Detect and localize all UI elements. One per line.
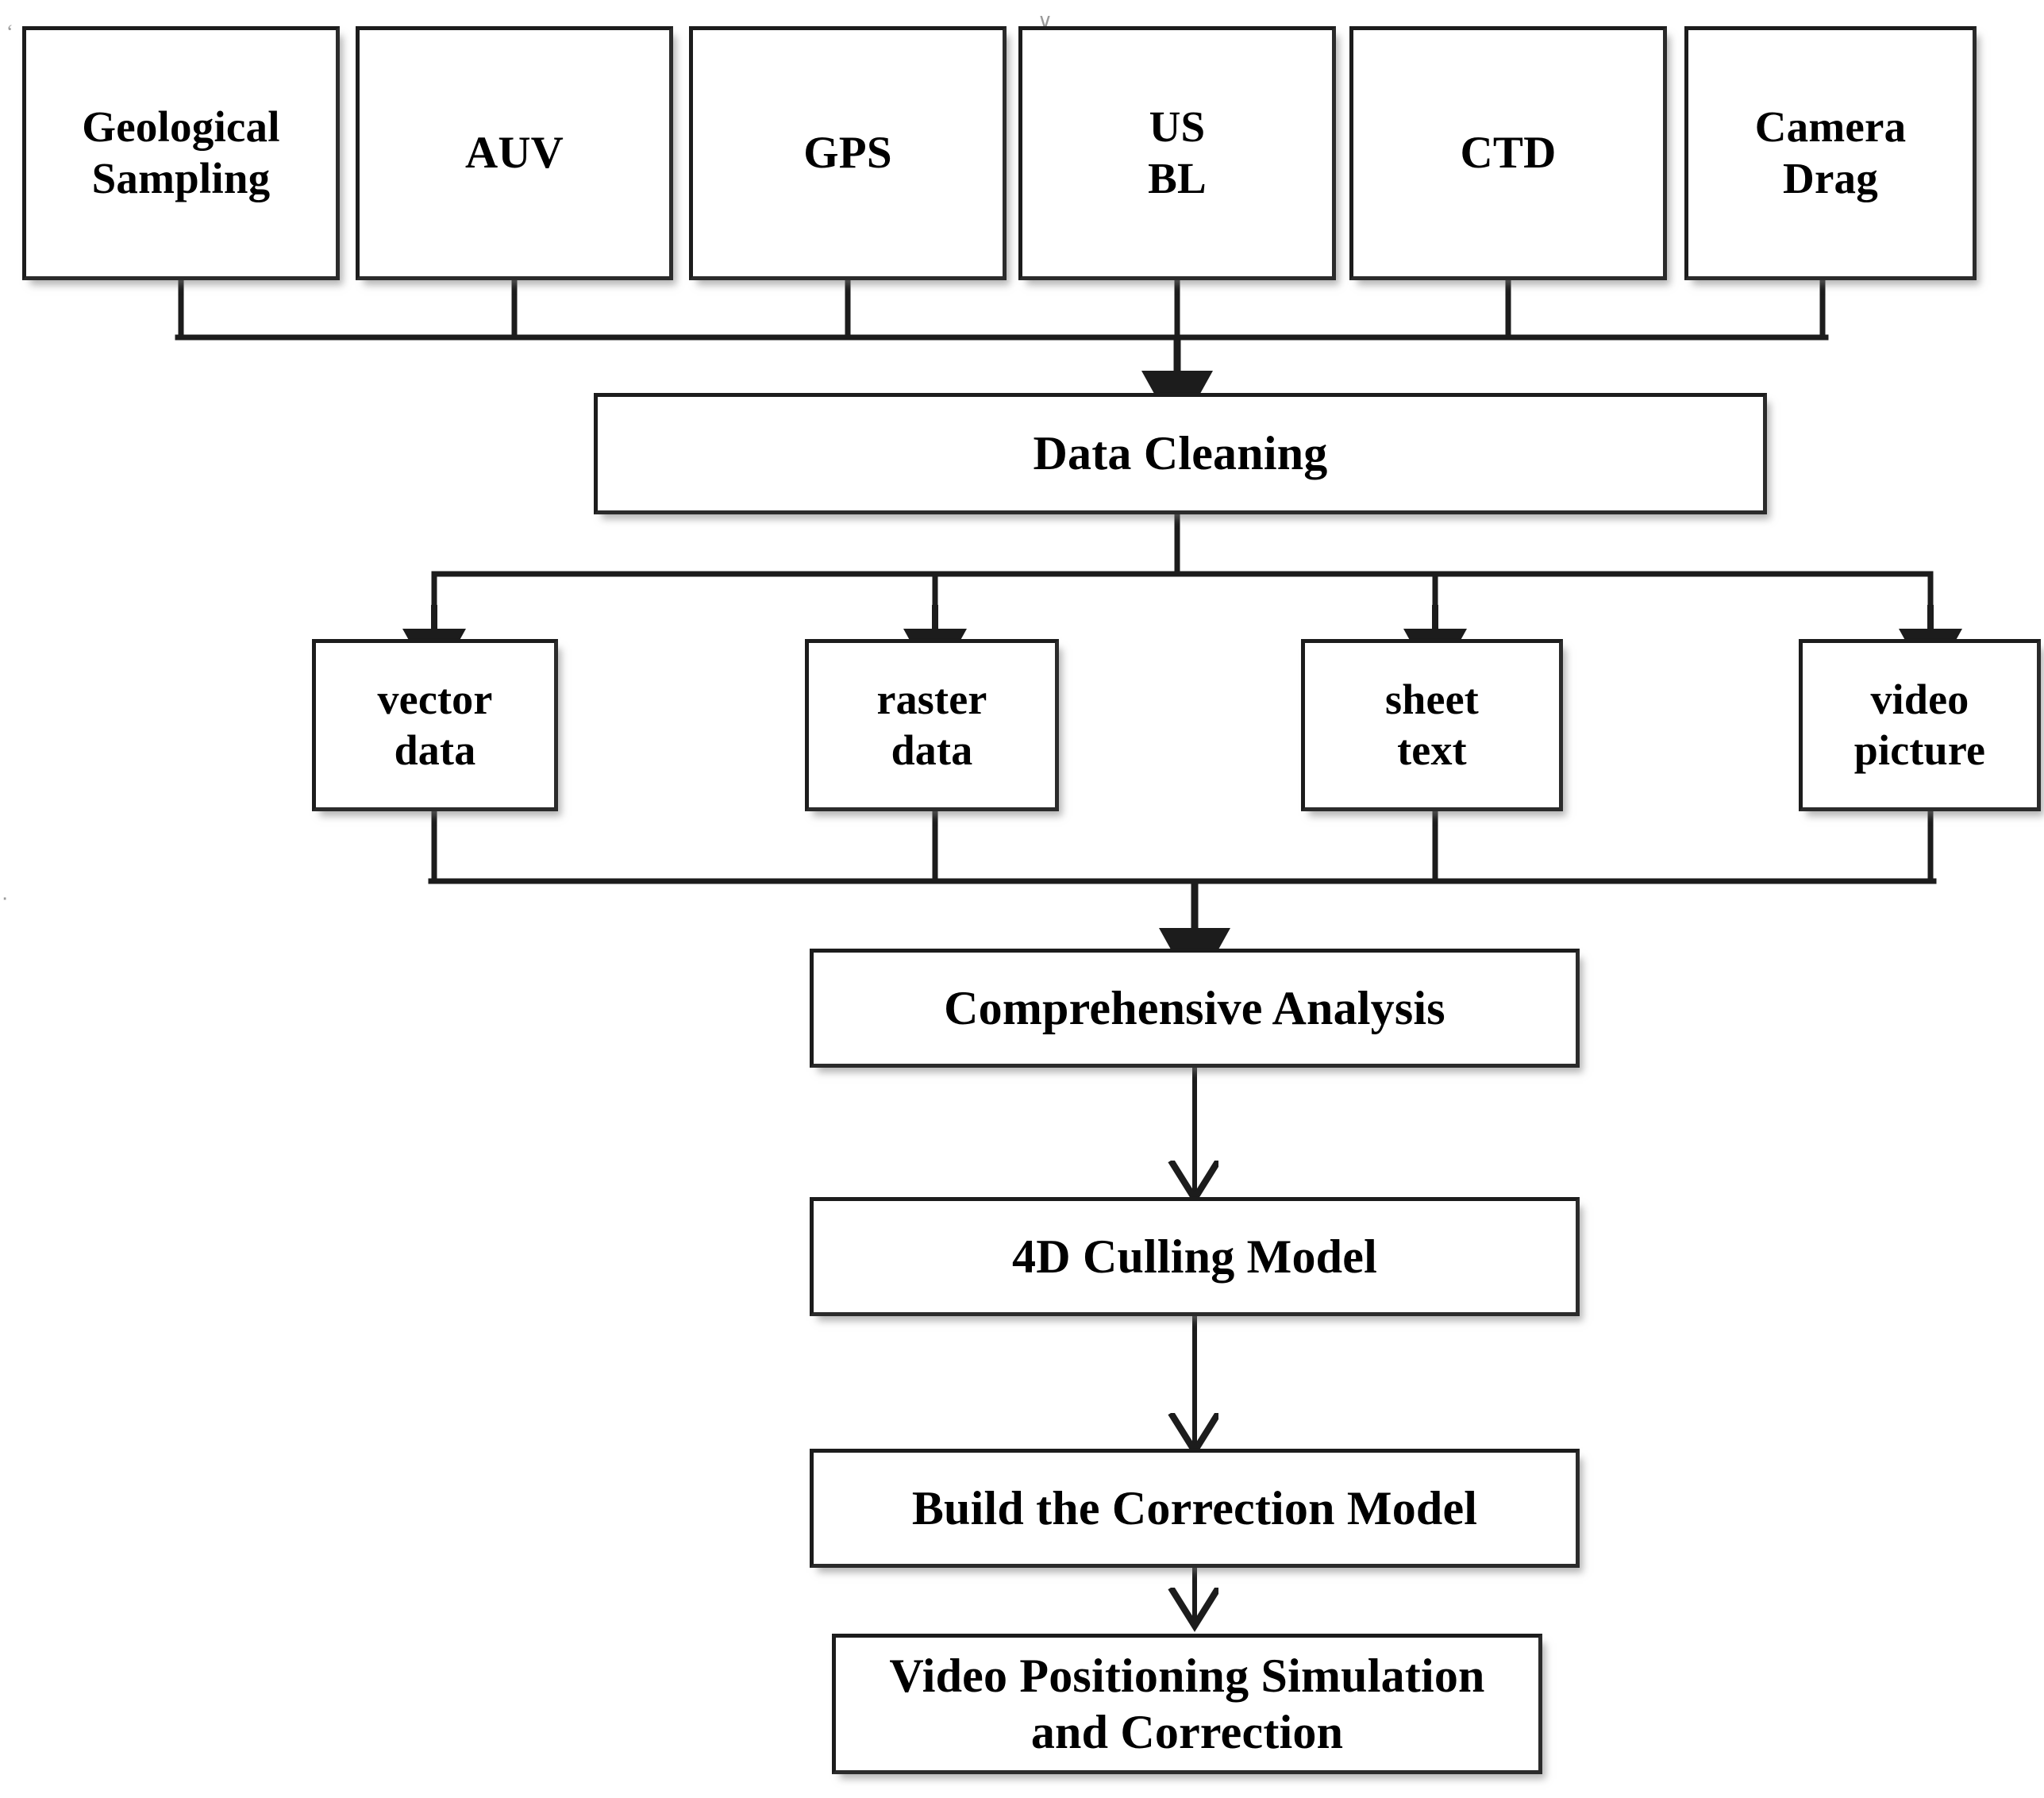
node-ctd[interactable]: CTD	[1349, 26, 1667, 280]
node-label: Camera Drag	[1754, 102, 1907, 202]
node-video-positioning-simulation-and-correction[interactable]: Video Positioning Simulation and Correct…	[832, 1634, 1542, 1774]
node-geological-sampling[interactable]: Geological Sampling	[22, 26, 340, 280]
node-label: US BL	[1148, 102, 1207, 202]
node-video-picture[interactable]: video picture	[1799, 639, 2041, 811]
node-sheet-text[interactable]: sheet text	[1301, 639, 1563, 811]
node-label: AUV	[464, 128, 564, 179]
node-label: GPS	[803, 128, 892, 179]
node-label: raster data	[876, 675, 987, 774]
node-camera-drag[interactable]: Camera Drag	[1684, 26, 1977, 280]
node-vector-data[interactable]: vector data	[312, 639, 558, 811]
node-label: Comprehensive Analysis	[944, 981, 1445, 1034]
node-label: CTD	[1460, 128, 1557, 179]
node-auv[interactable]: AUV	[356, 26, 673, 280]
node-label: Geological Sampling	[82, 102, 280, 202]
node-label: sheet text	[1385, 675, 1479, 774]
scan-artifact-left-middle: ⋅	[2, 887, 9, 911]
node-data-cleaning[interactable]: Data Cleaning	[594, 393, 1767, 514]
node-comprehensive-analysis[interactable]: Comprehensive Analysis	[810, 949, 1580, 1068]
node-build-the-correction-model[interactable]: Build the Correction Model	[810, 1449, 1580, 1568]
node-label: vector data	[377, 675, 493, 774]
node-usbl[interactable]: US BL	[1018, 26, 1336, 280]
node-gps[interactable]: GPS	[689, 26, 1007, 280]
node-raster-data[interactable]: raster data	[805, 639, 1059, 811]
node-label: Build the Correction Model	[911, 1481, 1478, 1534]
node-label: video picture	[1853, 675, 1986, 774]
node-label: 4D Culling Model	[1012, 1230, 1377, 1283]
node-label: Video Positioning Simulation and Correct…	[889, 1649, 1485, 1758]
node-4d-culling-model[interactable]: 4D Culling Model	[810, 1197, 1580, 1316]
scan-artifact-top-left: ‘	[6, 21, 13, 44]
node-label: Data Cleaning	[1033, 427, 1328, 480]
